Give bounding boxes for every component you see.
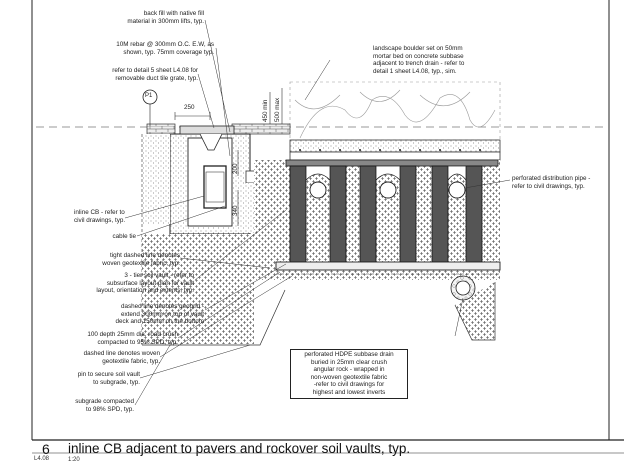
pipe-tag-p1: P1 xyxy=(145,93,153,99)
title-block: 6 L4.08 inline CB adjacent to pavers and… xyxy=(30,440,624,467)
note-hdpe-drain: perforated HDPE subbase drain buried in … xyxy=(290,349,408,399)
note-three-tier: 3 - tier soil vault - refer to subsurfac… xyxy=(96,272,194,295)
note-duct-tile: refer to detail 5 sheet L4.08 for remova… xyxy=(112,67,198,82)
note-inline-cb: inline CB - refer to civil drawings, typ… xyxy=(74,209,126,224)
dim-340: 340 xyxy=(232,205,239,216)
note-rebar: 10M rebar @ 300mm O.C. E.W, as shown, ty… xyxy=(116,41,214,56)
note-cable-tie: cable tie xyxy=(112,233,136,240)
dim-450-min: 450 min xyxy=(262,99,269,122)
dim-200: 200 xyxy=(232,163,239,174)
dim-250: 250 xyxy=(184,104,195,111)
dim-500-max: 500 max xyxy=(274,97,281,122)
detail-title: inline CB adjacent to pavers and rockove… xyxy=(68,441,411,456)
detail-scale: 1:20 xyxy=(68,457,80,463)
note-geogrid: dashed line denotes geogrid - extend 300… xyxy=(115,303,204,326)
note-subgrade: subgrade compacted to 98% SPD, typ. xyxy=(75,398,134,413)
note-perforated-pipe: perforated distribution pipe - refer to … xyxy=(512,175,591,190)
note-tight-dashed: tight dashed line denotes woven geotexti… xyxy=(102,252,180,267)
detail-sheet-ref: L4.08 xyxy=(34,456,50,462)
note-backfill: back fill with native fill material in 3… xyxy=(127,10,204,25)
note-road-crush: 100 depth 25mm dia. road crush compacted… xyxy=(87,331,178,346)
note-woven: dashed line denotes woven geotextile fab… xyxy=(83,350,160,365)
note-pin: pin to secure soil vault to subgrade, ty… xyxy=(77,371,140,386)
detail-number: 6 xyxy=(42,441,50,457)
note-boulder: landscape boulder set on 50mm mortar bed… xyxy=(373,45,465,75)
